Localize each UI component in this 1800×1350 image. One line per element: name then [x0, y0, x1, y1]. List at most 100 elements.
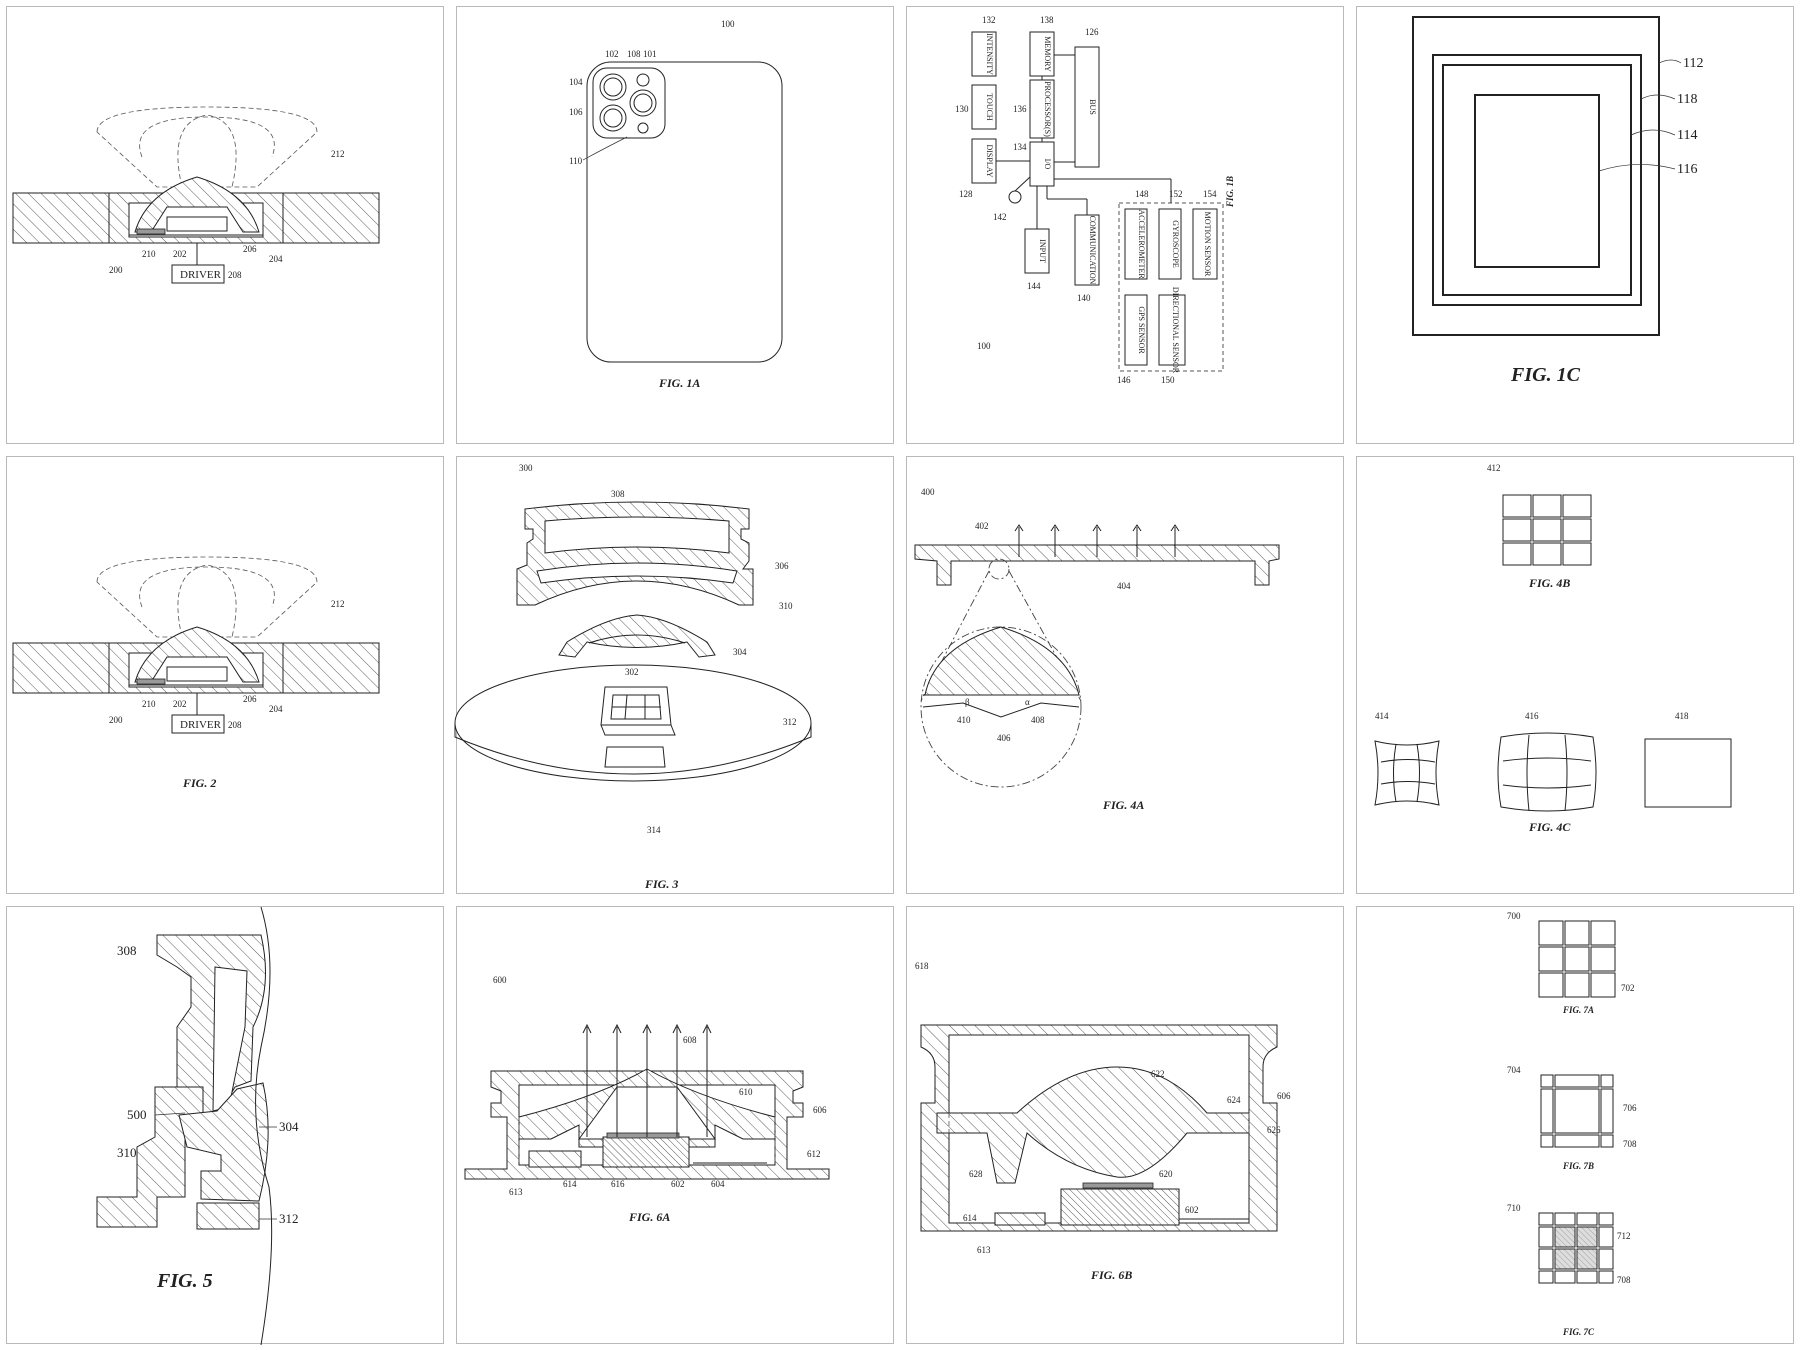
ref-302: 302 — [625, 667, 639, 677]
ref-610: 610 — [739, 1087, 753, 1097]
block-processors: PROCESSOR(S) — [1043, 81, 1052, 137]
ref-108: 108 — [627, 49, 641, 59]
ref-416: 416 — [1525, 711, 1539, 721]
ref-204: 204 — [269, 704, 283, 714]
ref-142: 142 — [993, 212, 1007, 222]
driver-cross-section-diagram: DRIVER 212 210 202 206 204 200 208 FIG. … — [12, 556, 380, 790]
figure-panel-driver: DRIVER 212 210 202 206 204 200 208 — [6, 6, 444, 444]
caption-fig-4c: FIG. 4C — [1528, 820, 1571, 834]
caption-fig-7c: FIG. 7C — [1562, 1327, 1595, 1337]
ref-210: 210 — [142, 249, 156, 259]
caption-fig-5: FIG. 5 — [156, 1270, 213, 1292]
ref-136: 136 — [1013, 104, 1027, 114]
block-motion-sensor: MOTION SENSOR — [1203, 212, 1212, 277]
ref-126: 126 — [1085, 27, 1099, 37]
ref-104: 104 — [569, 77, 583, 87]
ref-626: 626 — [1267, 1125, 1281, 1135]
ref-604: 604 — [711, 1179, 725, 1189]
ref-144: 144 — [1027, 281, 1041, 291]
ref-628: 628 — [969, 1169, 983, 1179]
ref-200: 200 — [109, 265, 123, 275]
caption-fig-3: FIG. 3 — [644, 877, 678, 891]
ref-614: 614 — [963, 1213, 977, 1223]
block-directional-sensor: DIRECTIONAL SENSOR — [1171, 287, 1180, 374]
block-bus: BUS — [1088, 99, 1097, 115]
joint-detail-diagram: 308 500 310 304 312 FIG. 5 — [96, 906, 299, 1346]
ref-148: 148 — [1135, 189, 1149, 199]
driver-block — [171, 264, 225, 284]
ref-200: 200 — [109, 715, 123, 725]
ref-618: 618 — [915, 961, 929, 971]
figure-panel-2: DRIVER 212 210 202 206 204 200 208 FIG. … — [6, 456, 444, 894]
ref-140: 140 — [1077, 293, 1091, 303]
ref-304: 304 — [733, 647, 747, 657]
ref-204: 204 — [269, 254, 283, 264]
ref-620: 620 — [1159, 1169, 1173, 1179]
block-gyroscope: GYROSCOPE — [1171, 220, 1180, 268]
caption-fig-4b: FIG. 4B — [1528, 576, 1570, 590]
ref-118: 118 — [1677, 92, 1697, 107]
figure-panel-5: 308 500 310 304 312 FIG. 5 — [6, 906, 444, 1346]
ref-314: 314 — [647, 825, 661, 835]
ref-406: 406 — [997, 733, 1011, 743]
ref-613: 613 — [509, 1187, 523, 1197]
ref-606: 606 — [1277, 1091, 1291, 1101]
ref-150: 150 — [1161, 375, 1175, 385]
figure-panel-3: 300 308 306 310 304 302 312 314 FIG. 3 — [454, 456, 894, 894]
ref-100: 100 — [977, 341, 991, 351]
exploded-assembly-diagram: 300 308 306 310 304 302 312 314 FIG. 3 — [454, 463, 812, 891]
ref-402: 402 — [975, 521, 989, 531]
ref-612: 612 — [807, 1149, 821, 1159]
driver-cross-section-diagram: DRIVER 212 210 202 206 204 200 208 — [12, 106, 380, 284]
ref-132: 132 — [982, 15, 996, 25]
ref-606: 606 — [813, 1105, 827, 1115]
caption-fig-7b: FIG. 7B — [1562, 1161, 1594, 1171]
angle-alpha: α — [1025, 697, 1030, 707]
ref-400: 400 — [921, 487, 935, 497]
ref-306: 306 — [775, 561, 789, 571]
caption-fig-1c: FIG. 1C — [1510, 364, 1581, 386]
ref-110: 110 — [569, 156, 583, 166]
phone-back-diagram: 100 102 108 101 104 106 110 FIG. 1A — [569, 19, 783, 390]
block-memory: MEMORY — [1043, 36, 1052, 72]
ref-210: 210 — [142, 699, 156, 709]
ref-412: 412 — [1487, 463, 1501, 473]
ref-712: 712 — [1617, 1231, 1631, 1241]
ref-128: 128 — [959, 189, 973, 199]
ref-106: 106 — [569, 107, 583, 117]
ref-310: 310 — [779, 601, 793, 611]
block-input: INPUT — [1038, 239, 1047, 263]
ref-212: 212 — [331, 149, 345, 159]
ref-602: 602 — [1185, 1205, 1199, 1215]
ref-300: 300 — [519, 463, 533, 473]
ref-310: 310 — [117, 1145, 137, 1160]
ref-408: 408 — [1031, 715, 1045, 725]
caption-fig-7a: FIG. 7A — [1562, 1005, 1594, 1015]
ref-312: 312 — [279, 1211, 299, 1226]
figure-panel-6a: 600 608 610 606 612 613 614 616 602 604 … — [456, 906, 894, 1344]
lens-module-cross-section-6a: 600 608 610 606 612 613 614 616 602 604 … — [464, 975, 830, 1224]
block-io: I/O — [1043, 159, 1052, 170]
ref-134: 134 — [1013, 142, 1027, 152]
caption-fig-6b: FIG. 6B — [1090, 1268, 1132, 1282]
ref-708-b: 708 — [1623, 1139, 1637, 1149]
block-intensity: INTENSITY — [985, 33, 994, 75]
ref-706: 706 — [1623, 1103, 1637, 1113]
ref-212: 212 — [331, 599, 345, 609]
figure-panel-4b-4c: 412 FIG. 4B 414 416 418 FIG. 4C — [1356, 456, 1794, 894]
figure-panel-4a: β α 400 402 404 410 408 406 FIG. 4A — [906, 456, 1344, 894]
block-accelerometer: ACCELEROMETER — [1137, 209, 1146, 279]
lens-module-cross-section-6b: 618 622 624 606 626 628 620 614 602 613 … — [915, 961, 1291, 1282]
driver-label: DRIVER — [180, 719, 222, 731]
ref-602: 602 — [671, 1179, 685, 1189]
ref-700: 700 — [1507, 911, 1521, 921]
angle-beta: β — [965, 697, 970, 707]
ref-308: 308 — [611, 489, 625, 499]
ref-410: 410 — [957, 715, 971, 725]
caption-fig-4a: FIG. 4A — [1102, 798, 1144, 812]
figure-panel-1a: 100 102 108 101 104 106 110 FIG. 1A — [456, 6, 894, 444]
ref-614: 614 — [563, 1179, 577, 1189]
segmented-grid-diagram: 700 702 FIG. 7A 704 706 708 FIG. 7B 710 … — [1507, 911, 1637, 1337]
driver-block — [171, 714, 225, 734]
block-communication: COMMUNICATION — [1088, 216, 1097, 285]
